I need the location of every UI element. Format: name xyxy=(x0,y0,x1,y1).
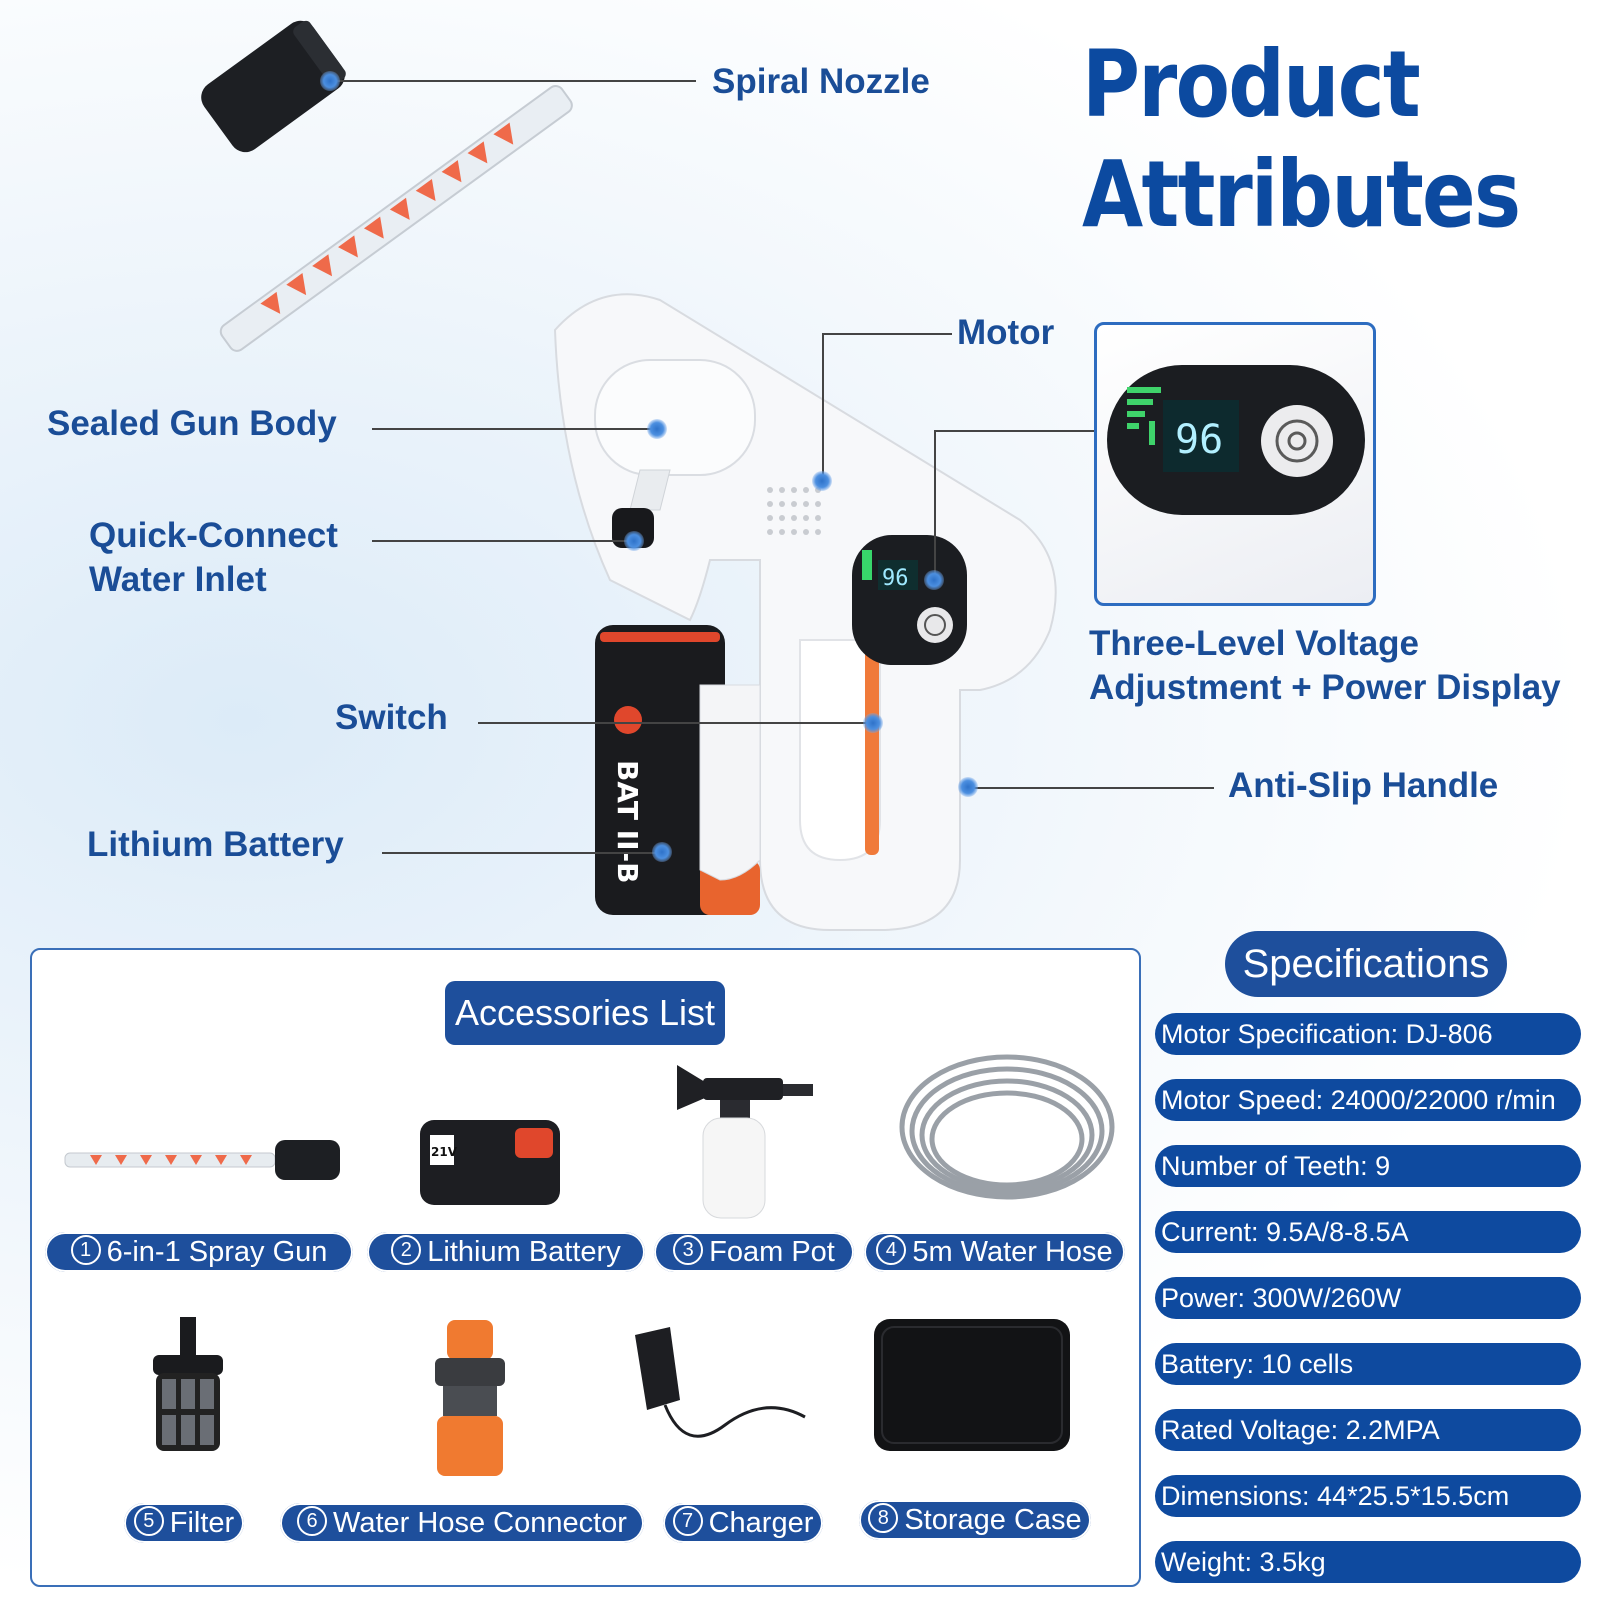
accessory-label-7: Charger xyxy=(708,1507,814,1539)
gun-body-line xyxy=(372,428,657,430)
water-inlet-marker xyxy=(624,531,644,551)
battery-marker xyxy=(652,842,672,862)
battery-brand-label: BAT II-B xyxy=(611,760,644,883)
svg-text:96: 96 xyxy=(1175,417,1223,463)
spec-row: Dimensions: 44*25.5*15.5cm xyxy=(1155,1475,1581,1517)
battery-image: 21V xyxy=(420,1120,560,1205)
callout-anti-slip-handle: Anti-Slip Handle xyxy=(1228,766,1499,805)
spec-row: Current: 9.5A/8-8.5A xyxy=(1155,1211,1581,1253)
battery-line xyxy=(382,852,662,854)
callout-motor: Motor xyxy=(957,313,1055,352)
callout-sealed-gun-body: Sealed Gun Body xyxy=(47,404,337,443)
storage-case-image xyxy=(874,1319,1070,1451)
gun-body-marker xyxy=(647,419,667,439)
display-marker xyxy=(924,570,944,590)
accessories-title: Accessories List xyxy=(445,981,725,1045)
callout-voltage-display: Three-Level Voltage Adjustment + Power D… xyxy=(1089,622,1561,710)
motor-line-v xyxy=(822,333,824,479)
hose-connector-image xyxy=(435,1320,505,1476)
accessory-label-5: Filter xyxy=(169,1507,235,1539)
spec-row: Battery: 10 cells xyxy=(1155,1343,1581,1385)
callout-spiral-nozzle: Spiral Nozzle xyxy=(712,62,930,101)
spec-row: Motor Specification: DJ-806 xyxy=(1155,1013,1581,1055)
spiral-nozzle-line xyxy=(330,80,696,82)
spec-row: Rated Voltage: 2.2MPA xyxy=(1155,1409,1581,1451)
filter-image xyxy=(153,1317,223,1451)
handle-marker xyxy=(958,777,978,797)
accessory-num-4: 4 xyxy=(876,1235,907,1266)
foam-pot-image xyxy=(677,1065,813,1219)
spiral-nozzle xyxy=(201,20,346,153)
title-line-1: Product xyxy=(1082,31,1421,138)
trigger-accent xyxy=(865,640,879,855)
motor-marker xyxy=(812,471,832,491)
callout-quick-connect: Quick-Connect Water Inlet xyxy=(89,514,338,602)
handle-line xyxy=(968,787,1214,789)
display-line-h xyxy=(934,430,1094,432)
accessory-num-3: 3 xyxy=(673,1235,704,1266)
spray-gun-illustration: 96 BAT II-B xyxy=(201,20,1057,931)
spray-gun-image xyxy=(64,1140,340,1180)
spec-row: Motor Speed: 24000/22000 r/min xyxy=(1155,1079,1581,1121)
specifications-title: Specifications xyxy=(1225,931,1507,997)
callout-voltage-line1: Three-Level Voltage xyxy=(1089,624,1420,663)
accessory-num-8: 8 xyxy=(868,1503,899,1534)
accessory-num-1: 1 xyxy=(70,1235,101,1266)
callout-quick-connect-line2: Water Inlet xyxy=(89,560,267,599)
switch-marker xyxy=(863,713,883,733)
spiral-nozzle-marker xyxy=(320,71,340,91)
accessory-label-2: Lithium Battery xyxy=(427,1236,621,1268)
display-closeup: 96 xyxy=(1094,322,1376,606)
motor-line-h xyxy=(822,333,952,335)
accessory-label-8: Storage Case xyxy=(904,1504,1082,1536)
callout-voltage-line2: Adjustment + Power Display xyxy=(1089,668,1561,707)
spray-lance xyxy=(219,85,573,352)
accessory-label-4: 5m Water Hose xyxy=(912,1236,1113,1268)
accessory-label-3: Foam Pot xyxy=(709,1236,835,1268)
spec-row: Weight: 3.5kg xyxy=(1155,1541,1581,1583)
callout-lithium-battery: Lithium Battery xyxy=(87,825,344,864)
accessory-label-1: 6-in-1 Spray Gun xyxy=(106,1236,328,1268)
title-line-2: Attributes xyxy=(1082,141,1521,248)
battery-pack: BAT II-B xyxy=(595,625,760,915)
accessory-num-7: 7 xyxy=(672,1506,703,1537)
page-title: Product Attributes xyxy=(1082,30,1521,250)
accessory-num-5: 5 xyxy=(133,1506,164,1537)
battery-badge: 21V xyxy=(431,1145,458,1159)
switch-line xyxy=(478,722,873,724)
water-hose-image xyxy=(899,1054,1115,1200)
callout-quick-connect-line1: Quick-Connect xyxy=(89,516,338,555)
accessory-num-6: 6 xyxy=(297,1506,328,1537)
accessory-label-6: Water Hose Connector xyxy=(333,1507,627,1539)
water-inlet-line xyxy=(372,540,634,542)
charger-image xyxy=(635,1327,806,1438)
spec-row: Number of Teeth: 9 xyxy=(1155,1145,1581,1187)
spec-row: Power: 300W/260W xyxy=(1155,1277,1581,1319)
svg-text:96: 96 xyxy=(882,566,909,591)
display-line-v xyxy=(934,430,936,580)
callout-switch: Switch xyxy=(335,698,448,737)
accessory-num-2: 2 xyxy=(391,1235,422,1266)
